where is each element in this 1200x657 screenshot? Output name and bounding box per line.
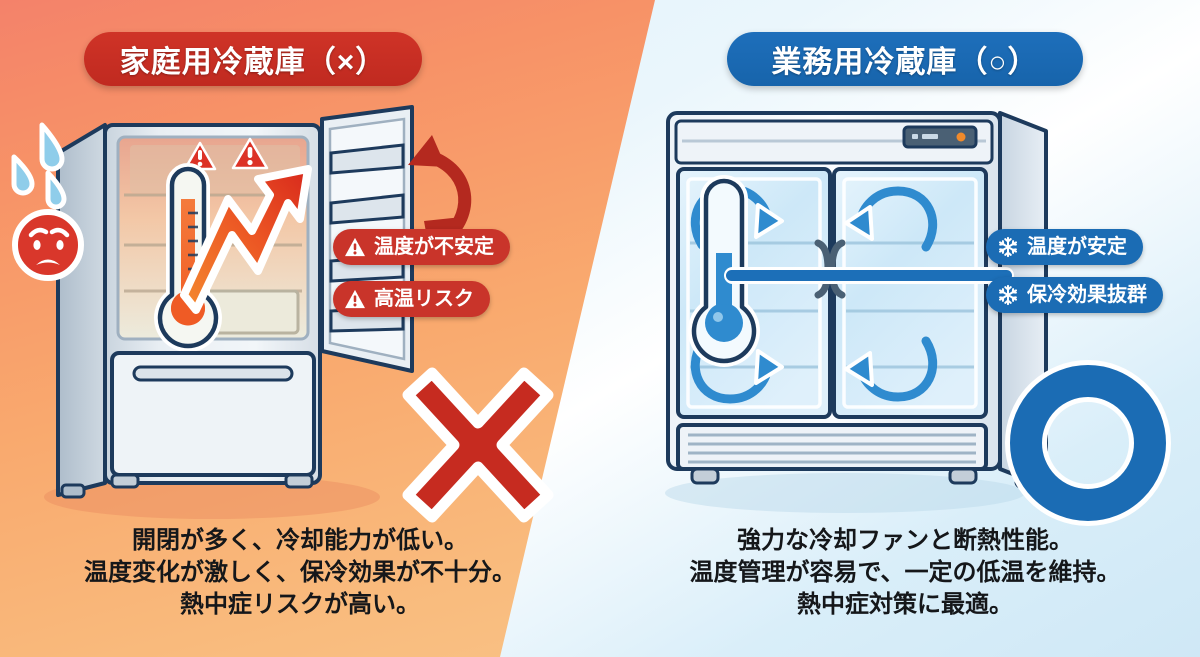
freezer-drawer [110, 351, 316, 477]
caption-line: 熱中症リスクが高い。 [180, 590, 420, 618]
sad-face-icon [12, 209, 84, 281]
pill-high-temperature-risk: 高温リスク [333, 281, 490, 317]
floor-shadow [665, 473, 1025, 513]
commercial-refrigerator-illustration [620, 95, 1200, 526]
sweat-drop-icon [45, 170, 67, 210]
sweat-drop-icon [39, 122, 65, 172]
left-panel-caption: 開閉が多く、冷却能力が低い。 温度変化が激しく、保冷効果が不十分。 熱中症リスク… [0, 525, 600, 621]
steady-temperature-line [724, 267, 1014, 284]
snowflake-icon [999, 284, 1017, 306]
right-panel-title-badge: 業務用冷蔵庫（○） [727, 32, 1083, 86]
pill-label: 高温リスク [374, 288, 474, 310]
airflow-arrow-head [754, 203, 874, 387]
warning-triangle-icon [345, 289, 365, 309]
warning-triangle-icon [231, 137, 269, 170]
left-panel-title-badge: 家庭用冷蔵庫（×） [84, 32, 422, 86]
pill-label: 温度が安定 [1027, 236, 1127, 258]
o-mark-icon [1005, 360, 1171, 526]
caption-line: 温度管理が容易で、一定の低温を維持。 [689, 558, 1121, 586]
caption-line: 開閉が多く、冷却能力が低い。 [132, 527, 468, 554]
pill-temperature-stable: 温度が安定 [986, 229, 1143, 265]
pill-temperature-unstable: 温度が不安定 [333, 229, 510, 265]
cabinet-foot [690, 467, 720, 485]
caption-line: 強力な冷却ファンと断熱性能。 [737, 527, 1073, 554]
caption-line: 温度変化が激しく、保冷効果が不十分。 [84, 558, 516, 586]
fridge-foot [60, 483, 86, 499]
control-panel-icon [902, 125, 978, 149]
sweat-drop-icon [11, 154, 35, 196]
fridge-foot [284, 473, 314, 489]
thermometer-steady-icon [688, 175, 760, 367]
freezer-handle [132, 365, 294, 382]
fridge-side-panel [56, 123, 107, 497]
caption-line: 熱中症対策に最適。 [797, 590, 1013, 618]
home-refrigerator-illustration [0, 95, 600, 525]
x-mark-icon [402, 367, 554, 523]
snowflake-icon [999, 236, 1017, 258]
cabinet-foot [948, 467, 978, 485]
right-panel-caption: 強力な冷却ファンと断熱性能。 温度管理が容易で、一定の低温を維持。 熱中症対策に… [610, 525, 1200, 621]
zigzag-up-arrow-icon [180, 165, 312, 314]
glass-door-right [832, 167, 988, 419]
pill-excellent-cooling: 保冷効果抜群 [986, 277, 1163, 313]
pill-label: 保冷効果抜群 [1027, 284, 1147, 306]
fridge-foot [110, 473, 140, 489]
pill-label: 温度が不安定 [374, 236, 494, 258]
warning-triangle-icon [345, 237, 365, 257]
